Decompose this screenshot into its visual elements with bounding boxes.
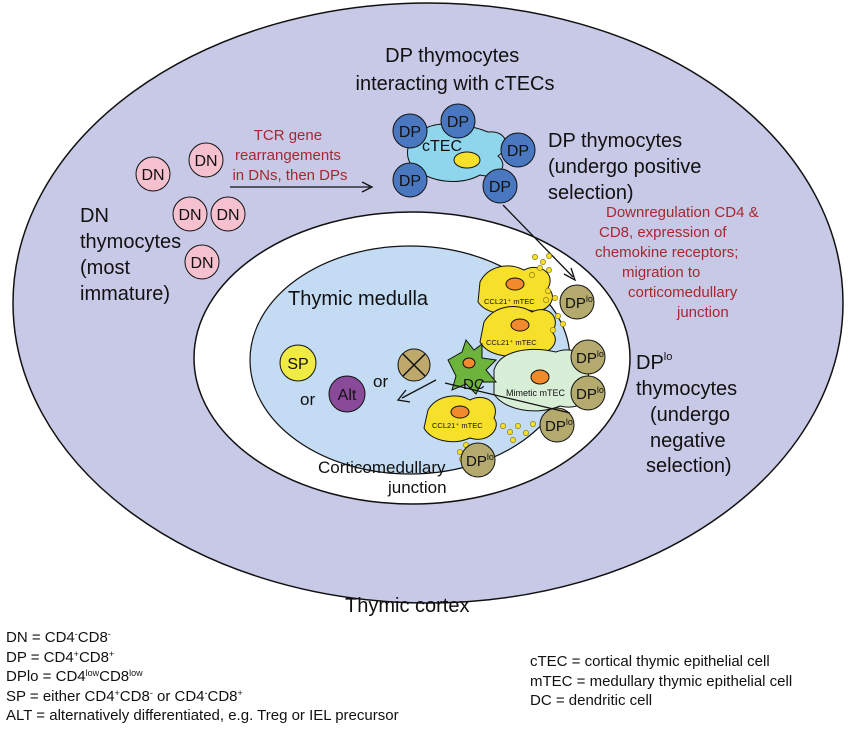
dp-ctec-title: DP thymocytes interacting with cTECs bbox=[356, 45, 555, 95]
svg-text:DP: DP bbox=[399, 173, 421, 190]
dn-label: DN thymocytes (most immature) bbox=[80, 205, 187, 305]
dn-cells: DN DN DN DN DN bbox=[135, 142, 246, 280]
svg-text:DPlo: DPlo bbox=[466, 452, 494, 470]
outcome-arrow bbox=[444, 382, 571, 414]
dp-cell: DP bbox=[482, 168, 518, 204]
svg-text:DP: DP bbox=[507, 143, 529, 160]
dn-cell: DN bbox=[184, 244, 220, 280]
legend-line: DP = CD4+CD8+ bbox=[6, 648, 115, 666]
dplo-cell: DPlo bbox=[559, 284, 595, 320]
legend-line: DN = CD4-CD8- bbox=[6, 629, 111, 646]
svg-text:DPlo: DPlo bbox=[545, 417, 573, 435]
legend-mtec: mTEC = medullary thymic epithelial cell bbox=[530, 672, 793, 690]
legend-line: DPlo = CD4lowCD8low bbox=[6, 668, 143, 685]
dp-positive-label: DP thymocytes (undergo positive selectio… bbox=[548, 130, 707, 204]
svg-text:CCL21⁺ mTEC: CCL21⁺ mTEC bbox=[486, 338, 537, 347]
dplo-cell: DPlo bbox=[539, 407, 575, 443]
svg-text:DPlo: DPlo bbox=[576, 385, 604, 403]
outcome-arrow-2 bbox=[401, 379, 437, 399]
dp-cell: DP bbox=[440, 103, 476, 139]
dplo-cell: DPlo bbox=[570, 375, 606, 411]
ccl21-mtec-3: CCL21⁺ mTEC bbox=[423, 395, 497, 443]
dn-cell: DN bbox=[135, 156, 171, 192]
dp-to-dplo-arrowhead bbox=[563, 267, 577, 282]
legend-line: ALT = alternatively differentiated, e.g.… bbox=[6, 707, 399, 724]
svg-text:DPlo: DPlo bbox=[565, 294, 593, 312]
svg-text:DN: DN bbox=[190, 255, 213, 272]
dendritic-cell: DC bbox=[447, 338, 498, 395]
downregulation-note: Downregulation CD4 & CD8, expression of … bbox=[595, 204, 763, 321]
dn-cell: DN bbox=[188, 142, 224, 178]
dplo-cells: DPlo DPlo DPlo DPlo DPlo bbox=[460, 284, 606, 478]
svg-text:DN: DN bbox=[178, 207, 201, 224]
svg-text:Alt: Alt bbox=[338, 387, 357, 404]
dp-cell: DP bbox=[500, 132, 536, 168]
svg-text:DN: DN bbox=[194, 153, 217, 170]
svg-text:CCL21⁺ mTEC: CCL21⁺ mTEC bbox=[432, 421, 483, 430]
legend-left: DN = CD4-CD8- DP = CD4+CD8+ DPlo = CD4lowC… bbox=[6, 628, 399, 726]
dplo-cell: DPlo bbox=[570, 339, 606, 375]
mimetic-mtec: Mimetic mTEC bbox=[493, 349, 593, 412]
dn-to-dp-arrowhead bbox=[361, 181, 374, 193]
sp-cell: SP bbox=[279, 344, 317, 382]
dp-cells: DP DP DP DP DP bbox=[392, 103, 536, 204]
svg-text:CCL21⁺ mTEC: CCL21⁺ mTEC bbox=[484, 297, 535, 306]
svg-text:SP: SP bbox=[287, 356, 308, 373]
cortex-label: Thymic cortex bbox=[345, 595, 469, 617]
svg-text:DP: DP bbox=[447, 114, 469, 131]
svg-text:DN: DN bbox=[216, 207, 239, 224]
dn-cell: DN bbox=[172, 196, 208, 232]
dp-cell: DP bbox=[392, 113, 428, 149]
dp-to-dplo-arrow bbox=[502, 204, 574, 278]
dplo-cell: DPlo bbox=[460, 442, 496, 478]
svg-text:DP: DP bbox=[489, 179, 511, 196]
cmj-label: Corticomedullary junction bbox=[318, 458, 450, 497]
ctec-label: cTEC bbox=[422, 138, 462, 155]
tcr-note: TCR gene rearrangements in DNs, then DPs bbox=[232, 127, 347, 184]
outcome-arrowhead bbox=[396, 389, 411, 403]
or-label-2: or bbox=[373, 372, 388, 391]
alt-cell: Alt bbox=[328, 375, 366, 413]
legend-ctec: cTEC = cortical thymic epithelial cell bbox=[530, 653, 770, 670]
apoptotic-cell bbox=[397, 348, 431, 382]
legend-right: cTEC = cortical thymic epithelial cell m… bbox=[530, 652, 792, 711]
dn-cell: DN bbox=[210, 196, 246, 232]
svg-text:DN: DN bbox=[141, 167, 164, 184]
ctec-nucleus bbox=[453, 151, 481, 169]
ccl21-mtec-2: CCL21⁺ mTEC bbox=[479, 306, 556, 357]
legend-dc: DC = dendritic cell bbox=[530, 692, 653, 709]
dp-cell: DP bbox=[392, 162, 428, 198]
dplo-label: DPlo thymocytes (undergo negative select… bbox=[636, 343, 743, 477]
svg-text:DP: DP bbox=[399, 124, 421, 141]
or-label-1: or bbox=[300, 390, 315, 409]
medulla-label: Thymic medulla bbox=[288, 288, 429, 310]
legend-line: SP = either CD4+CD8- or CD4-CD8+ bbox=[6, 687, 243, 705]
svg-text:DPlo: DPlo bbox=[576, 349, 604, 367]
svg-text:Mimetic mTEC: Mimetic mTEC bbox=[506, 388, 565, 398]
